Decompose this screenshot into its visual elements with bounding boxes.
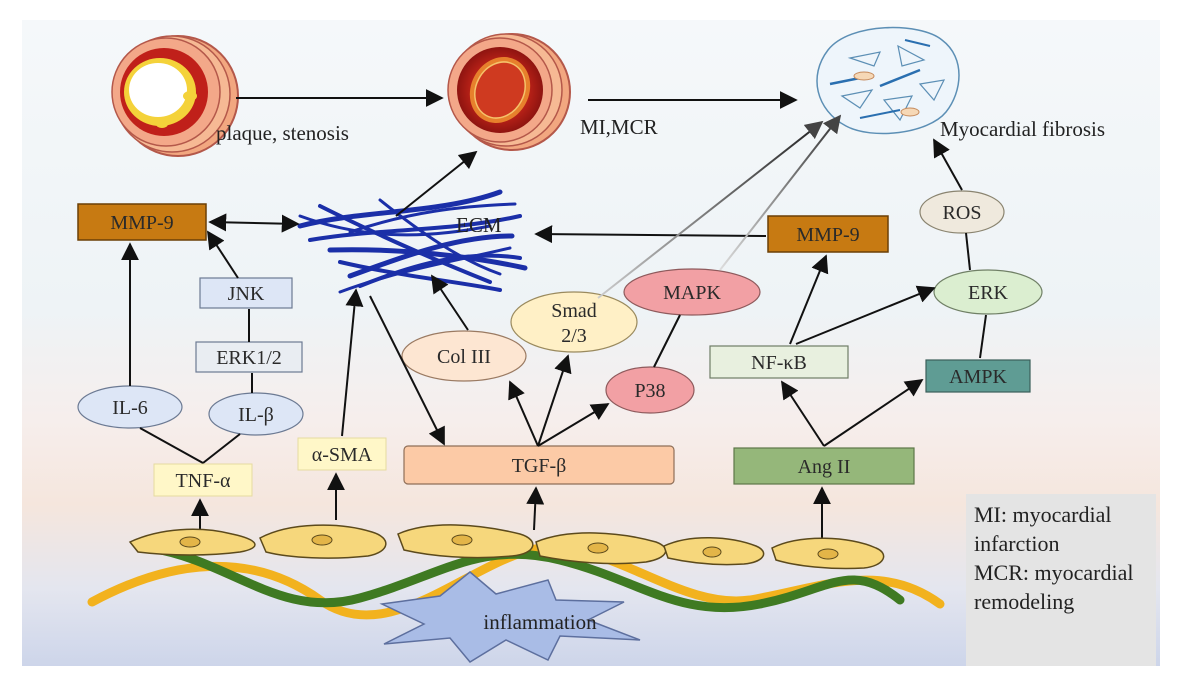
stage-label-mi: MI,MCR	[580, 115, 658, 139]
legend-mi-definition: MI: myocardial infarction	[974, 502, 1112, 556]
plaque-vessel-icon	[111, 35, 239, 157]
mmp9-right-node: MMP-9	[767, 215, 889, 253]
svg-text:MAPK: MAPK	[663, 282, 721, 304]
svg-text:IL-β: IL-β	[238, 404, 274, 426]
svg-text:MMP-9: MMP-9	[110, 212, 173, 234]
fibrosis-tissue-icon	[816, 26, 960, 135]
inflammation-burst-icon	[379, 571, 641, 663]
tnfa-node: TNF-α	[153, 463, 253, 497]
asma-node: α-SMA	[297, 437, 387, 471]
svg-text:AMPK: AMPK	[949, 366, 1007, 388]
ilb-node: IL-β	[208, 392, 304, 436]
svg-text:JNK: JNK	[228, 283, 265, 305]
svg-text:ERK: ERK	[968, 282, 1009, 304]
svg-text:TGF-β: TGF-β	[512, 455, 567, 477]
ang2-node: Ang II	[733, 447, 915, 485]
erk12-node: ERK1/2	[195, 341, 303, 373]
svg-text:Smad: Smad	[551, 300, 597, 322]
ecm-label: ECM	[456, 213, 502, 237]
arrow-smad-to-fibrosis	[597, 120, 824, 299]
svg-text:NF-κB: NF-κB	[751, 352, 807, 374]
mapk-node: MAPK	[623, 268, 761, 316]
fibroblast-cells-icon	[128, 524, 885, 570]
svg-text:α-SMA: α-SMA	[312, 444, 373, 466]
col3-node: Col III	[401, 330, 527, 382]
svg-text:TNF-α: TNF-α	[176, 470, 231, 492]
abbreviation-legend: MI: myocardial infarction MCR: myocardia…	[966, 494, 1156, 666]
svg-text:2/3: 2/3	[561, 325, 587, 347]
svg-text:IL-6: IL-6	[112, 397, 148, 419]
svg-text:Col III: Col III	[437, 346, 491, 368]
svg-text:ERK1/2: ERK1/2	[216, 347, 282, 369]
svg-text:P38: P38	[634, 380, 665, 402]
ampk-node: AMPK	[925, 359, 1031, 393]
svg-text:MMP-9: MMP-9	[796, 224, 859, 246]
tgfb-node: TGF-β	[403, 445, 675, 485]
stage-label-fibrosis: Myocardial fibrosis	[940, 117, 1105, 141]
ros-node: ROS	[919, 190, 1005, 234]
legend-mcr-definition: MCR: myocardial remodeling	[974, 560, 1134, 614]
mi-vessel-icon	[447, 33, 571, 151]
smad-node: Smad 2/3	[510, 291, 638, 353]
inflammation-label: inflammation	[483, 610, 597, 634]
stage-label-plaque: plaque, stenosis	[216, 121, 349, 145]
il6-node: IL-6	[77, 385, 183, 429]
svg-text:Ang II: Ang II	[798, 456, 851, 478]
svg-text:ROS: ROS	[943, 202, 982, 224]
nfkb-node: NF-κB	[709, 345, 849, 379]
p38-node: P38	[605, 366, 695, 414]
pathway-arrows	[121, 138, 987, 540]
mmp9-left-node: MMP-9	[77, 203, 207, 241]
erk-node: ERK	[933, 269, 1043, 315]
arrow-mapk-to-fibrosis	[719, 114, 842, 271]
ecm-fiber-icon	[297, 189, 528, 294]
jnk-node: JNK	[199, 277, 293, 309]
